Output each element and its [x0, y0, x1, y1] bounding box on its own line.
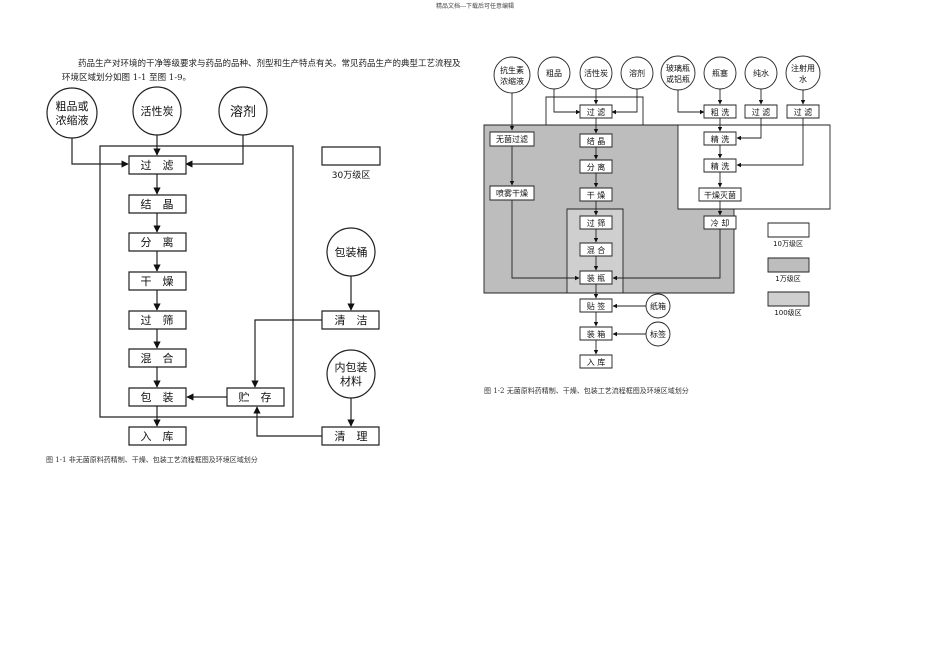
fig1-step-label: 结 晶 — [141, 198, 174, 211]
fig1-legend-label: 30万级区 — [332, 169, 370, 181]
intro-paragraph: 药品生产对环境的干净等级要求与药品的品种、剂型和生产特点有关。常见药品生产的典型… — [62, 59, 461, 83]
fig2-legend-label: 100级区 — [774, 308, 801, 317]
fig2-input-label: 溶剂 — [629, 68, 645, 78]
fig2-step-label: 混 合 — [587, 245, 606, 255]
fig2-left-step-label: 喷雾干燥 — [496, 188, 528, 198]
fig2-side-input-label: 纸箱 — [650, 301, 666, 311]
fig2-zone-outline-top — [546, 97, 643, 125]
fig2-input-label: 活性炭 — [584, 68, 608, 78]
fig2-legend-10k — [768, 258, 809, 272]
fig1-input-crude-line1: 粗品或 — [56, 100, 89, 113]
fig1-caption: 图 1-1 非无菌原料药精制、干燥、包装工艺流程框图及环境区域划分 — [46, 456, 258, 464]
fig2-input-label: 纯水 — [753, 68, 769, 78]
fig2-input-label: 玻璃瓶 — [666, 63, 690, 73]
fig1-step-label: 干 燥 — [141, 275, 174, 288]
figure-1-2 — [484, 56, 830, 368]
fig2-step-label: 结 晶 — [587, 136, 606, 146]
fig2-step-label: 干 燥 — [587, 191, 606, 200]
fig1-bucket-label: 包装桶 — [335, 245, 368, 259]
fig2-step-label: 过 滤 — [587, 107, 606, 117]
fig2-side-input-label: 标签 — [650, 329, 666, 339]
fig2-input-antibiotic — [494, 57, 530, 93]
fig2-left-step-label: 无菌过滤 — [496, 134, 528, 144]
figure-1-1 — [47, 87, 380, 445]
fig2-right-step-label: 粗 洗 — [711, 107, 730, 117]
fig2-right-step-label: 干燥灭菌 — [704, 190, 736, 200]
fig2-step-label: 装 箱 — [587, 329, 606, 339]
fig2-step-box — [580, 355, 612, 368]
fig2-legend-100k — [768, 223, 809, 237]
fig2-input-label: 浓缩液 — [500, 76, 524, 86]
fig2-step-label: 装 瓶 — [587, 273, 606, 283]
fig1-input-carbon-label: 活性炭 — [141, 104, 174, 118]
fig1-step-store-in — [129, 427, 186, 445]
fig2-right-step-label: 精 洗 — [711, 134, 730, 144]
fig2-input-injection-water — [786, 56, 820, 90]
fig2-filter-label: 过 滤 — [752, 107, 771, 117]
fig1-clean-label: 清 洁 — [335, 314, 368, 327]
fig1-step-label: 包 装 — [141, 391, 174, 404]
fig1-tidy-label: 清 理 — [335, 430, 368, 443]
fig2-filter-label: 过 滤 — [794, 107, 813, 117]
fig1-step-label: 过 滤 — [141, 159, 174, 172]
fig2-right-step-label: 冷 却 — [711, 218, 730, 228]
fig1-step-label: 混 合 — [141, 351, 174, 365]
fig2-input-bottle — [661, 56, 695, 90]
fig2-step-label: 分 离 — [587, 162, 606, 172]
fig1-legend-swatch — [322, 147, 380, 165]
fig1-input-crude — [47, 88, 97, 138]
fig2-input-label: 抗生素 — [500, 65, 524, 75]
fig2-input-label: 或铝瓶 — [666, 74, 690, 84]
fig2-input-label: 瓶塞 — [712, 68, 728, 78]
fig2-caption: 图 1-2 无菌原料药精制、干燥、包装工艺流程框图及环境区域划分 — [484, 387, 689, 395]
fig2-legend-label: 10万级区 — [773, 239, 803, 248]
fig1-step-label: 分 离 — [141, 235, 174, 249]
fig2-input-label: 水 — [799, 74, 807, 84]
fig2-legend-100 — [768, 292, 809, 306]
fig2-step-label: 入 库 — [587, 357, 606, 367]
fig2-legend-label: 1万级区 — [775, 274, 800, 283]
fig1-input-inner-pkg — [327, 350, 375, 398]
fig1-inner-pkg-line2: 材料 — [340, 374, 362, 388]
fig2-input-label: 粗品 — [546, 68, 562, 78]
fig2-step-label: 过 筛 — [587, 218, 606, 228]
fig1-step-label: 入 库 — [141, 430, 174, 443]
fig2-step-label: 贴 签 — [587, 301, 606, 311]
fig1-storage-label: 贮 存 — [239, 390, 272, 404]
fig2-input-label: 注射用 — [791, 63, 815, 73]
fig2-right-step-label: 精 洗 — [711, 161, 730, 171]
fig1-inner-pkg-line1: 内包装 — [335, 360, 368, 374]
fig1-zone-outline — [100, 146, 293, 417]
fig1-input-crude-line2: 浓缩液 — [56, 113, 89, 127]
fig1-input-solvent-label: 溶剂 — [230, 105, 256, 120]
fig1-step-label: 过 筛 — [141, 313, 174, 327]
page-header: 精品文档---下载后可任意编辑 — [435, 3, 515, 10]
